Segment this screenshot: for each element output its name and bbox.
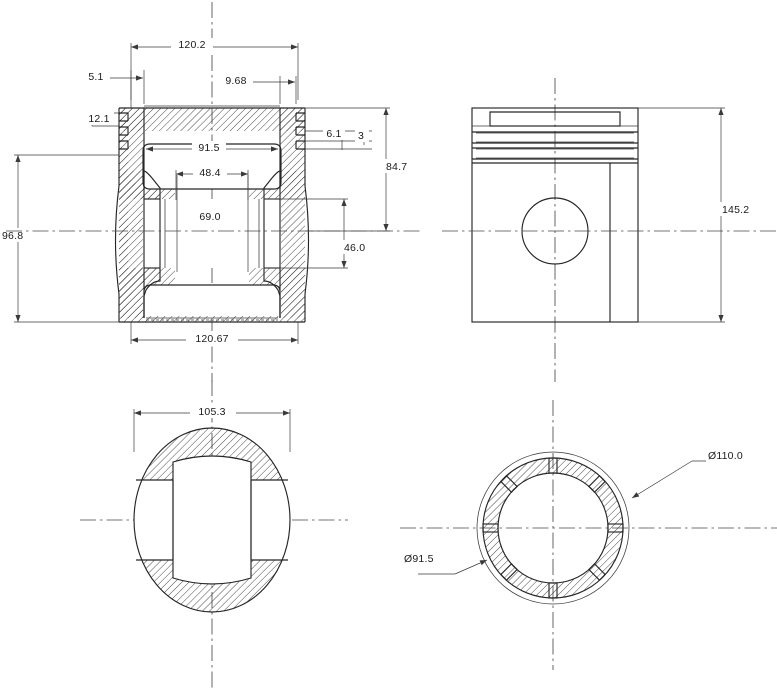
dim-84-7-label: 84.7 [386, 161, 407, 173]
dim-105-3-label: 105.3 [198, 406, 225, 418]
dim-dia-110-label: Ø110.0 [708, 450, 743, 462]
dim-9-68-label: 9.68 [225, 75, 246, 87]
dim-96-8-label: 96.8 [2, 230, 23, 242]
dim-6-1-label: 6.1 [326, 128, 341, 140]
dim-46-0-label: 46.0 [344, 242, 365, 254]
dim-5-1-label: 5.1 [88, 71, 103, 83]
ring-view-group: Ø110.0 Ø91.5 [400, 400, 777, 670]
dim-3-label: 3 [358, 130, 364, 142]
front-view-dimensions: 145.2 [638, 107, 749, 323]
section-view-dimensions: 120.2 5.1 9.68 12.1 6.1 3 91.5 [0, 38, 407, 345]
dim-48-4-label: 48.4 [199, 167, 220, 179]
piston-outer-profile [133, 427, 291, 613]
dim-120-2-label: 120.2 [178, 39, 205, 51]
dim-120-67-label: 120.67 [195, 333, 228, 345]
front-view-group [442, 78, 777, 382]
ring-outer-circle [476, 451, 630, 605]
section-cavity-cutouts [104, 144, 320, 316]
dim-69-0-label: 69.0 [199, 211, 220, 223]
dim-91-5-label: 91.5 [198, 142, 219, 154]
ring-gap-slots [482, 457, 624, 599]
dim-12-1-label: 12.1 [88, 113, 109, 125]
section-view-group [104, 2, 320, 382]
dim-145-2-label: 145.2 [722, 204, 749, 216]
section-outlines [114, 105, 310, 323]
top-view-dimensions: 105.3 [133, 404, 291, 452]
top-plan-view-group [80, 380, 348, 690]
dim-dia-91-5-label: Ø91.5 [404, 553, 434, 565]
